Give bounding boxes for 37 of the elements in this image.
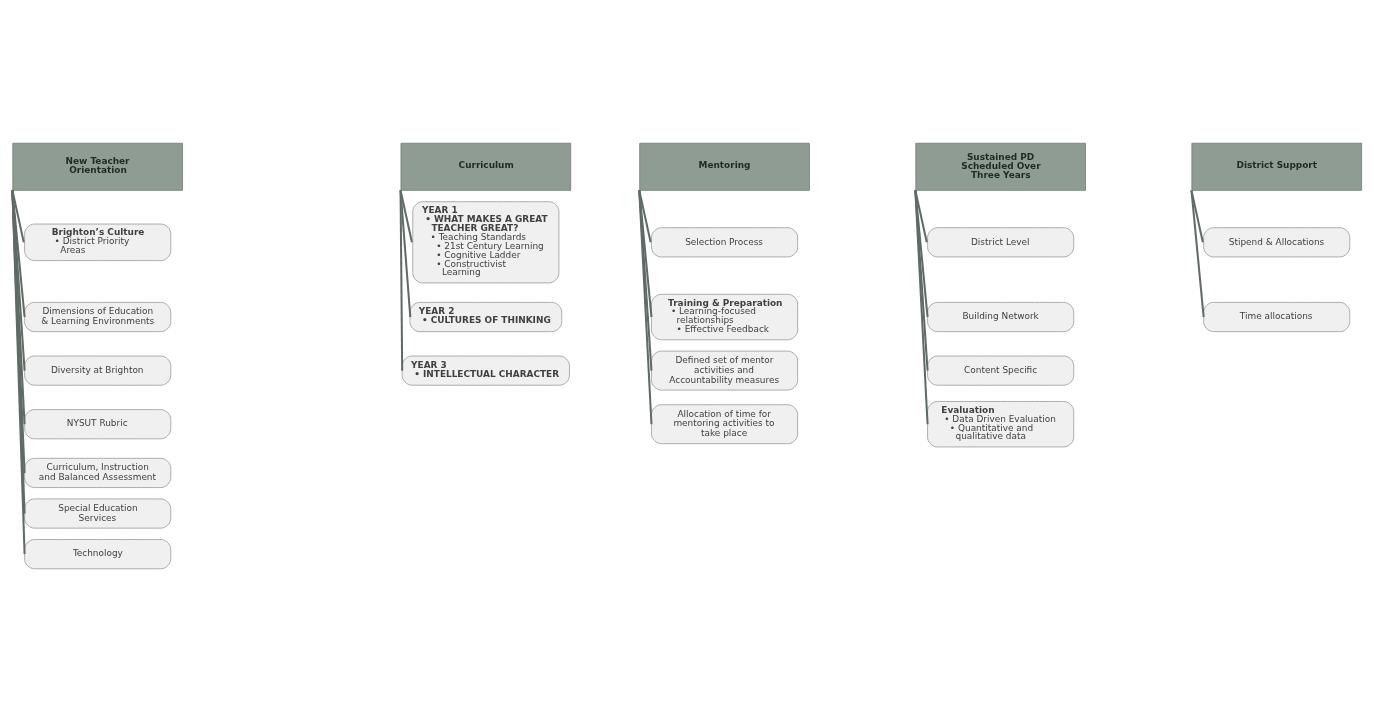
node-box: Dimensions of Education & Learning Environments — [24, 301, 172, 332]
node-box: New Teacher Orientation — [12, 142, 183, 191]
node-box: District Support — [1191, 142, 1362, 191]
connector — [638, 189, 652, 243]
node-box: Technology — [24, 538, 172, 569]
connector — [914, 189, 929, 424]
node-box: Building Network — [927, 301, 1075, 332]
node-box: Special Education Services — [24, 498, 172, 529]
node-box: Time allocations — [1203, 301, 1351, 332]
node-box: NYSUT Rubric — [24, 408, 172, 439]
node-box: Content Specific — [927, 355, 1075, 386]
connector — [638, 189, 653, 424]
node-box: Stipend & Allocations — [1203, 226, 1351, 257]
connector — [11, 189, 26, 371]
node-box: Evaluation • Data Driven Evaluation • Quantitative and qualitative data — [927, 400, 1075, 447]
node-box: Brighton’s Culture • District Priority Areas — [24, 223, 172, 261]
connector — [1190, 189, 1205, 317]
node-box: YEAR 1 • WHAT MAKES A GREAT TEACHER GREAT? • Teaching Standards • 21st Century Learning • Cognitive Ladder • Constructivist Learning — [412, 200, 560, 283]
connector — [399, 189, 404, 371]
connector — [1190, 189, 1204, 243]
node-box: Selection Process — [651, 226, 799, 257]
node-box: Allocation of time for mentoring activities to take place — [651, 403, 799, 444]
node-box: Mentoring — [639, 142, 810, 191]
node-box: Training & Preparation • Learning-focused relationships • Effective Feedback — [651, 293, 799, 340]
node-box: YEAR 3 • INTELLECTUAL CHARACTER — [401, 355, 570, 386]
node-box: Diversity at Brighton — [24, 355, 172, 386]
node-box: YEAR 2 • CULTURES OF THINKING — [409, 301, 563, 332]
connector — [914, 189, 929, 371]
node-box: District Level — [927, 226, 1075, 257]
connector — [914, 189, 929, 317]
node-box: Defined set of mentor activities and Accountability measures — [651, 350, 799, 390]
node-box: Curriculum — [400, 142, 572, 191]
connector — [11, 189, 26, 424]
connector — [638, 189, 653, 371]
connector — [638, 189, 653, 317]
node-box: Sustained PD Scheduled Over Three Years — [915, 142, 1086, 191]
node-box: Curriculum, Instruction and Balanced Assessment — [24, 457, 172, 488]
